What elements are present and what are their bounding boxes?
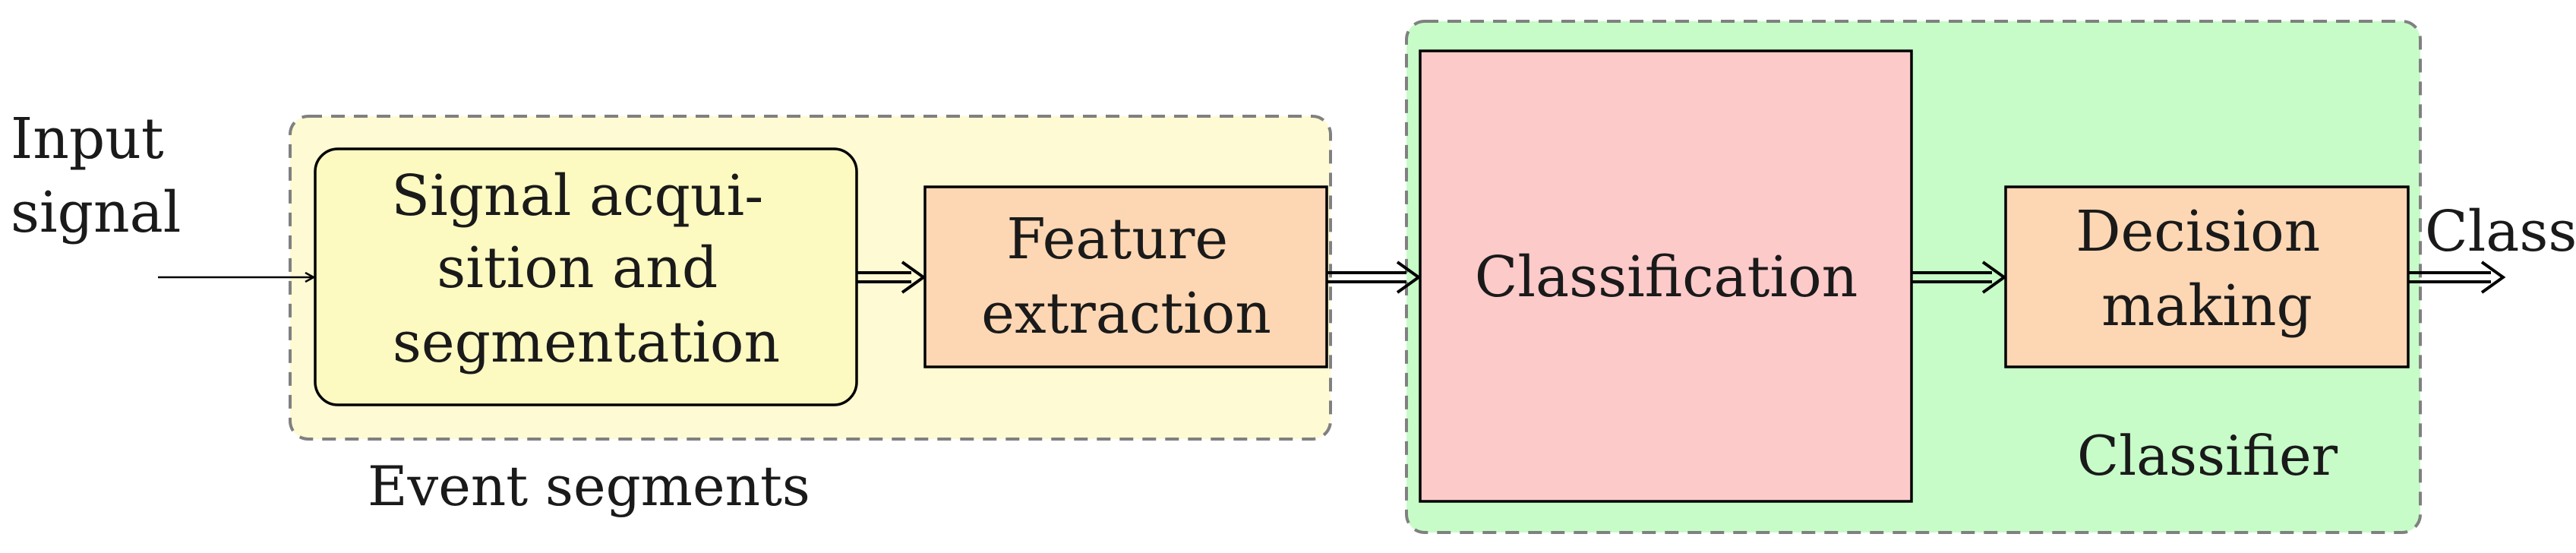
feature-extraction-label: Feature extraction (981, 207, 1271, 346)
decision-making-label: Decision making (2076, 199, 2338, 339)
output-label: Class (2425, 199, 2576, 264)
arrow-classification-to-decision (1911, 261, 2007, 294)
signal-acquisition-block (314, 147, 858, 406)
signal-acquisition-label: Signal acqui- sition and segmentation (391, 163, 781, 375)
decision-making-block (2004, 185, 2410, 368)
event-segments-label: Event segments (368, 454, 810, 518)
classification-label: Classification (1475, 245, 1858, 310)
output-arrow (2408, 261, 2506, 294)
arrow-signal-to-feature (857, 261, 927, 294)
arrow-feature-to-classification (1327, 261, 1422, 294)
classifier-label: Classifier (2077, 424, 2338, 488)
classification-block (1419, 49, 1913, 503)
input-label: Input signal (11, 106, 182, 245)
